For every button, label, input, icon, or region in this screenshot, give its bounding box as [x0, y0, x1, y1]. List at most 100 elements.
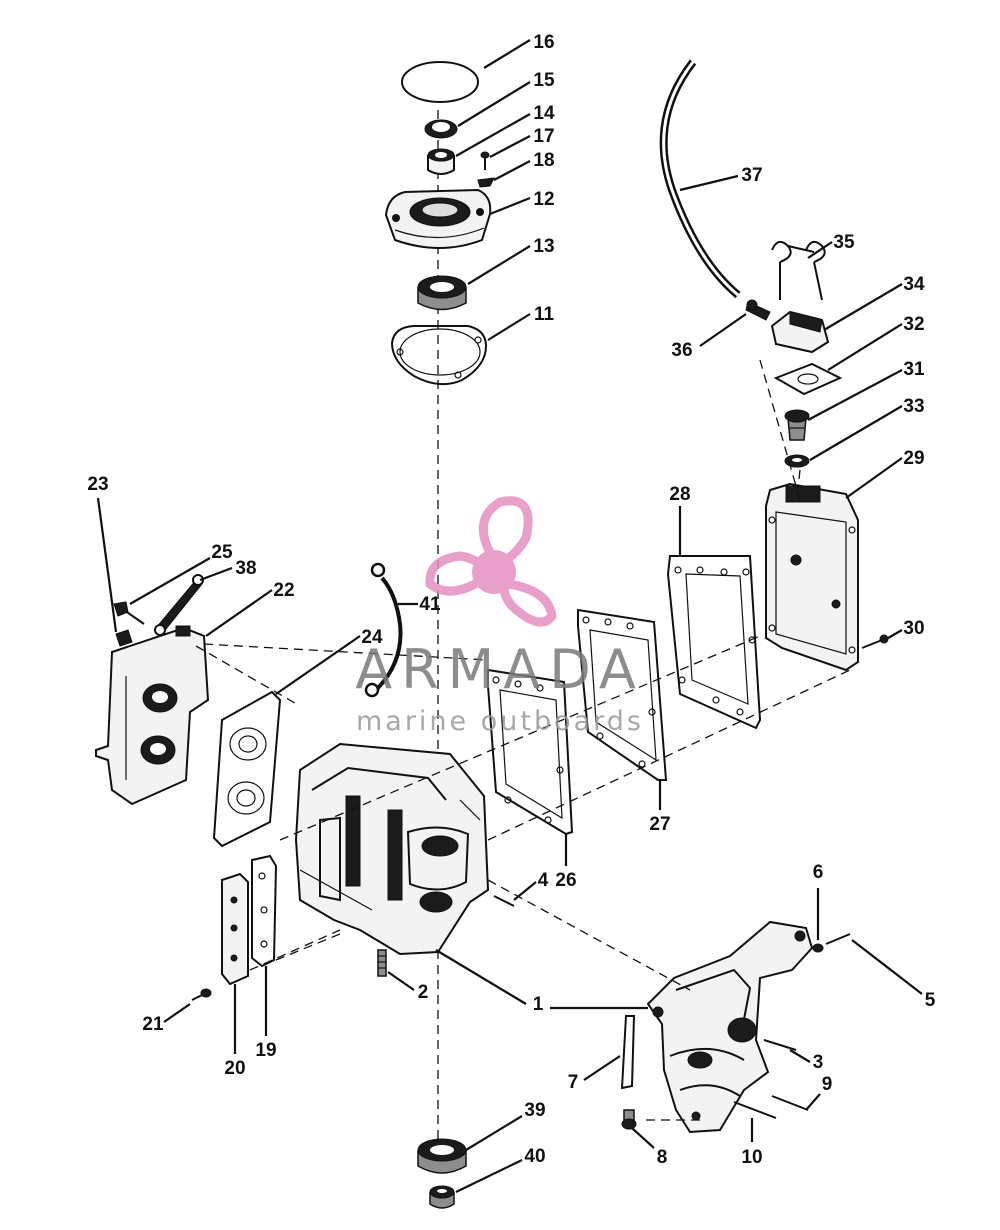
- callout-10: 10: [741, 1147, 762, 1168]
- part-2-stud: [377, 949, 387, 977]
- part-16-o-ring: [401, 61, 479, 103]
- part-8-fitting: [621, 1109, 637, 1130]
- leader-line-22: [205, 589, 273, 637]
- leader-line-17: [489, 135, 531, 158]
- callout-9: 9: [822, 1074, 833, 1095]
- callout-13: 13: [533, 236, 554, 257]
- part-13-ball-bearing: [417, 275, 467, 311]
- part-33-grommet: [784, 454, 810, 468]
- part-37-water-hose: [659, 59, 741, 299]
- callout-4: 4: [538, 870, 549, 891]
- leader-line-25: [129, 557, 211, 605]
- callout-33: 33: [903, 396, 924, 417]
- part-1-crankcase-cover: [646, 920, 814, 1134]
- callout-23: 23: [87, 474, 108, 495]
- part-27-exhaust-plate: [577, 608, 668, 781]
- leader-line-37: [679, 174, 739, 192]
- callout-21: 21: [142, 1014, 164, 1035]
- callout-11: 11: [534, 304, 555, 325]
- callout-37: 37: [741, 165, 762, 186]
- callout-35: 35: [833, 232, 855, 253]
- alignment-lines: [195, 359, 851, 1121]
- part-15-seal: [424, 119, 458, 139]
- callout-27: 27: [649, 814, 670, 835]
- leader-line-13: [467, 245, 531, 285]
- leader-line-16: [483, 39, 531, 69]
- leader-line-2: [387, 971, 415, 991]
- part-24-gasket: [212, 690, 282, 848]
- leader-line-4: [513, 881, 537, 901]
- callout-41: 41: [419, 594, 441, 615]
- callout-17: 17: [533, 126, 554, 147]
- part-39-ball-bearing: [417, 1138, 467, 1174]
- callout-24: 24: [361, 627, 383, 648]
- leader-line-9: [805, 1093, 821, 1111]
- part-35-spring: [771, 240, 826, 301]
- callout-38: 38: [235, 558, 256, 579]
- leader-line-32: [827, 323, 903, 371]
- part-23-bolt: [115, 629, 133, 647]
- part-25-screw: [113, 601, 145, 625]
- part-6-washer: [812, 943, 824, 953]
- leader-line-29: [845, 457, 903, 499]
- part-18-clip: [477, 177, 495, 188]
- leader-line-38: [199, 566, 233, 582]
- part-22-cover-plate: [95, 625, 210, 806]
- callout-6: 6: [813, 862, 824, 883]
- leader-line-11: [487, 313, 531, 341]
- callout-31: 31: [903, 359, 925, 380]
- leader-line-15: [457, 81, 531, 127]
- callout-labels: 1234567891011121314151617181920212223242…: [87, 32, 935, 1168]
- callout-20: 20: [224, 1058, 245, 1079]
- part-5-bolt: [825, 933, 851, 945]
- part-31-thermostat: [784, 409, 810, 441]
- callout-40: 40: [524, 1146, 545, 1167]
- leader-line-1: [435, 949, 527, 1005]
- part-20-cover: [221, 872, 249, 986]
- callout-3: 3: [813, 1052, 824, 1073]
- part-32-gasket: [773, 362, 843, 396]
- callout-14: 14: [533, 103, 555, 124]
- part-21-screw: [191, 988, 212, 1001]
- callout-28: 28: [669, 484, 690, 505]
- callout-26: 26: [555, 870, 576, 891]
- propeller-icon: [425, 496, 557, 627]
- leader-line-21: [163, 1003, 191, 1023]
- leader-line-30: [887, 629, 903, 639]
- callout-19: 19: [255, 1040, 276, 1061]
- part-10-bolt: [733, 1101, 777, 1119]
- leader-line-18: [493, 160, 531, 181]
- callout-32: 32: [903, 314, 924, 335]
- leader-line-7: [583, 1055, 621, 1081]
- leader-line-40: [455, 1159, 523, 1193]
- part-29-exhaust-cover: [765, 482, 859, 672]
- part-19-gasket: [251, 854, 278, 968]
- leader-line-5: [851, 939, 923, 995]
- callout-1: 1: [533, 994, 544, 1015]
- leader-line-33: [809, 405, 903, 461]
- callout-12: 12: [533, 189, 554, 210]
- callout-39: 39: [524, 1100, 545, 1121]
- leader-line-34: [823, 283, 903, 331]
- callout-36: 36: [671, 340, 692, 361]
- part-34-thermostat-cover: [770, 310, 830, 354]
- part-4-pin: [493, 895, 515, 907]
- leader-line-3: [789, 1049, 811, 1063]
- part-9-bolt: [771, 1095, 809, 1111]
- leader-lines: [96, 39, 923, 1193]
- leader-line-12: [489, 196, 531, 216]
- watermark-title: ARMADA: [355, 638, 645, 701]
- callout-34: 34: [903, 274, 925, 295]
- callout-29: 29: [903, 448, 924, 469]
- callout-16: 16: [533, 32, 554, 53]
- armada-watermark: ARMADA marine outboards: [355, 496, 645, 737]
- callout-7: 7: [568, 1072, 579, 1093]
- callout-25: 25: [211, 542, 233, 563]
- leader-line-23: [96, 497, 118, 633]
- leader-line-14: [455, 113, 531, 157]
- callout-22: 22: [273, 580, 294, 601]
- part-3-bolt: [763, 1039, 797, 1051]
- leader-line-39: [465, 1115, 523, 1151]
- callout-30: 30: [903, 618, 924, 639]
